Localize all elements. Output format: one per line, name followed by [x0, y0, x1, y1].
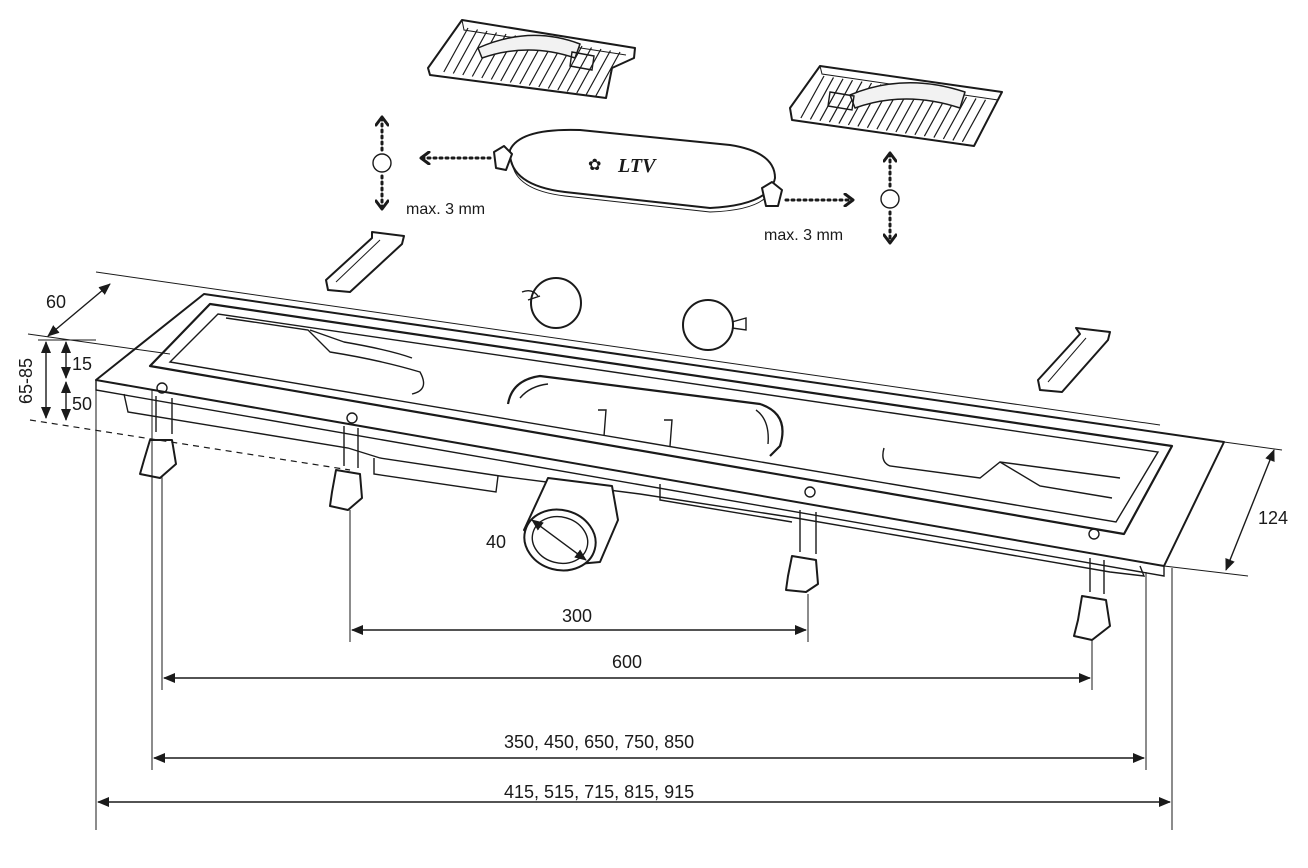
- grate-left: [427, 19, 636, 99]
- grate-bar: [942, 96, 968, 140]
- foot-3: [785, 510, 819, 593]
- grate-bar: [961, 99, 987, 143]
- grate-bar: [576, 48, 602, 94]
- dim-label-60: 60: [46, 292, 66, 312]
- foot-4: [1073, 558, 1111, 641]
- dim-label-15: 15: [72, 354, 92, 374]
- dim-300: 300: [349, 510, 809, 642]
- adjust-note-left: max. 3 mm: [406, 201, 485, 218]
- dim-outlet-40: 40: [486, 519, 587, 561]
- membrane-ring-left: [521, 277, 582, 329]
- dim-overall-lengths: 415, 515, 715, 815, 915: [95, 390, 1173, 830]
- brand-logo-text: LTV: [617, 155, 657, 177]
- dim-label-50: 50: [72, 394, 92, 414]
- grate-bar: [828, 79, 854, 123]
- odour-trap-cover: ✿ LTV: [493, 128, 783, 213]
- dim-label-65-85: 65-85: [16, 358, 36, 404]
- dim-600: 600: [161, 476, 1093, 690]
- support-bracket-right: [1037, 327, 1111, 393]
- support-bracket-left: [325, 231, 405, 293]
- grate-right: [789, 65, 1003, 147]
- membrane-ring-right: [682, 299, 747, 351]
- brand-mark: ✿: [588, 157, 601, 174]
- grate-bar: [952, 98, 977, 141]
- grate-bar: [443, 27, 469, 73]
- grate-bar: [819, 78, 844, 122]
- grate-bar: [809, 77, 835, 120]
- dim-channel-lengths: 350, 450, 650, 750, 850: [151, 390, 1147, 770]
- foot-2: [329, 426, 363, 511]
- adjust-note-right: max. 3 mm: [764, 227, 843, 244]
- dim-depth-60: 60: [27, 271, 1161, 426]
- foot-1: [139, 396, 177, 479]
- drain-channel: [95, 293, 1225, 577]
- grate-bar: [838, 81, 863, 124]
- adjustment-arrows-right: max. 3 mm: [764, 154, 900, 244]
- dim-label-600: 600: [612, 652, 642, 672]
- adjustment-arrows-left: max. 3 mm: [372, 118, 492, 218]
- grate-bar: [452, 29, 479, 74]
- dim-label-channel-lengths: 350, 450, 650, 750, 850: [504, 732, 694, 752]
- dim-label-overall-lengths: 415, 515, 715, 815, 915: [504, 782, 694, 802]
- grate-bar: [585, 50, 612, 95]
- dim-label-124: 124: [1258, 508, 1288, 528]
- dim-label-300: 300: [562, 606, 592, 626]
- dim-label-40: 40: [486, 532, 506, 552]
- grate-bar: [462, 30, 488, 76]
- dim-width-124: 124: [1163, 441, 1288, 577]
- grate-bar: [595, 51, 621, 97]
- grate-bar: [800, 75, 825, 119]
- dim-heights: 65-85 15 50: [16, 339, 351, 471]
